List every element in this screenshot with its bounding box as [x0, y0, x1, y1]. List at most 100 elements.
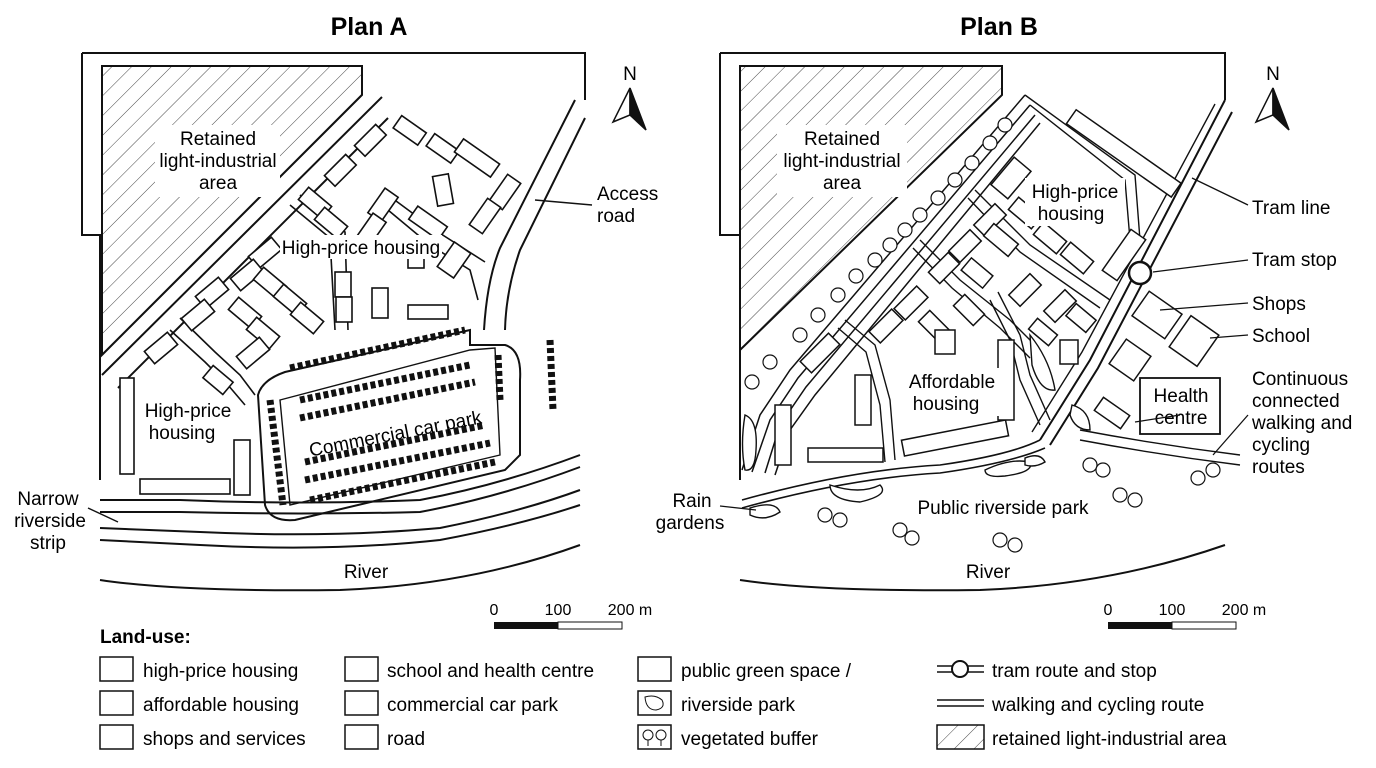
plan-b-health-line2: centre [1155, 408, 1208, 429]
plan-b-routes-line1: Continuous [1252, 369, 1348, 390]
plan-a-access-leader [534, 199, 593, 206]
car-park-bays-row1 [289, 326, 466, 372]
plan-b-rain-gardens [741, 332, 1091, 519]
plan-b-routes-line2: connected [1252, 391, 1340, 412]
plan-b-housing-afford-line1: Affordable [909, 372, 995, 393]
plan-b-school-label: School [1252, 326, 1310, 347]
plan-a-strip-leader [87, 507, 119, 523]
plan-a-industrial-line2: light-industrial [159, 151, 276, 172]
legend-label-tram: tram route and stop [992, 661, 1157, 682]
legend-label-walking: walking and cycling route [991, 695, 1204, 716]
plan-a-strip-line2: riverside [14, 511, 86, 532]
plan-b-scale-100: 100 [1159, 602, 1186, 619]
legend-label-road: road [387, 729, 425, 750]
plan-b-buildings [774, 108, 1220, 466]
plan-a-river-bank [99, 544, 581, 592]
plan-b-routes-line3: walking and [1251, 413, 1352, 434]
plan-a-housing-sw-line1: High-price [145, 401, 232, 422]
plan-b-site-boundary [719, 52, 1226, 480]
plan-a-access-road [483, 99, 586, 331]
plan-b-routes-line4: cycling [1252, 435, 1310, 456]
plan-a-industrial-line1: Retained [180, 129, 256, 150]
legend-label-school: school and health centre [387, 661, 594, 682]
legend-label-riverside-park: riverside park [681, 695, 796, 716]
plan-a-scale-100: 100 [545, 602, 572, 619]
legend-heading: Land-use: [100, 627, 191, 648]
legend-label-vegetated-buffer: vegetated buffer [681, 729, 819, 750]
car-park-bays-west [266, 399, 287, 506]
plan-b-scale-bar: 0 100 200 m [1104, 602, 1266, 630]
legend-swatch-high-price [99, 656, 134, 682]
legend-swatch-road [344, 724, 379, 750]
plan-b-river-bank [739, 544, 1226, 592]
car-park-bays-row2 [299, 361, 471, 404]
plan-b-routes-line5: routes [1252, 457, 1305, 478]
plan-a-housing-main-text: High-price housing [282, 238, 440, 259]
car-park-bays-row3 [299, 378, 476, 422]
plan-a-car-park: Commercial car park [256, 326, 557, 522]
plan-a-strip-line1: Narrow [17, 489, 79, 510]
plan-a-scale-bar: 0 100 200 m [490, 602, 652, 630]
plan-a-access-line1: Access [597, 184, 658, 205]
plan-a-buildings [119, 114, 522, 496]
plan-b-health-line1: Health [1154, 386, 1209, 407]
plan-a-site-boundary [81, 52, 586, 480]
car-park-bays-east [546, 339, 557, 411]
plan-a-riverside-road [99, 454, 581, 549]
plan-a-housing-main-label: High-price housing [280, 235, 442, 259]
plan-b-tree-row [744, 117, 1221, 553]
legend-swatch-shops [99, 724, 134, 750]
plan-b-housing-afford-line2: housing [913, 394, 980, 415]
plan-b-title: Plan B [960, 13, 1038, 41]
legend-swatch-tram [937, 660, 984, 678]
car-park-bays-row4 [304, 421, 486, 466]
plan-a-scale-200: 200 m [608, 602, 652, 619]
plan-b-shops-label: Shops [1252, 294, 1306, 315]
plan-b-north-arrow: N [1254, 64, 1290, 131]
plan-b-riverside-route [741, 439, 1046, 509]
plan-b-housing-high-line2: housing [1038, 204, 1105, 225]
plan-b-rain-line1: Rain [672, 491, 711, 512]
legend-swatch-green-space [637, 656, 672, 682]
legend-swatch-affordable [99, 690, 134, 716]
plan-b-tram-line-label: Tram line [1252, 198, 1330, 219]
plan-a-river-label: River [344, 562, 389, 583]
plan-a-access-line2: road [597, 206, 635, 227]
legend-swatch-car-park [344, 690, 379, 716]
legend-label-affordable: affordable housing [143, 695, 299, 716]
plan-a-housing-sw-line2: housing [149, 423, 216, 444]
plan-b-industrial-line2: light-industrial [783, 151, 900, 172]
legend: Land-use: high-price housing affordable … [99, 627, 1227, 750]
legend-label-industrial: retained light-industrial area [992, 729, 1227, 750]
plan-b-housing-high-line1: High-price [1032, 182, 1119, 203]
plan-a-north-arrow: N [611, 64, 647, 131]
legend-label-green-space: public green space / [681, 661, 852, 682]
plan-a-scale-0: 0 [490, 602, 499, 619]
legend-swatch-walking [937, 699, 984, 707]
plan-b-callouts [719, 177, 1249, 511]
plan-b-tram-stop-label: Tram stop [1252, 250, 1337, 271]
plan-b-park-label: Public riverside park [917, 498, 1089, 519]
legend-label-high-price: high-price housing [143, 661, 298, 682]
plan-a-strip-line3: strip [30, 533, 66, 554]
legend-label-shops: shops and services [143, 729, 306, 750]
plan-a-industrial-line3: area [199, 173, 237, 194]
plan-a-north-letter: N [623, 64, 637, 85]
